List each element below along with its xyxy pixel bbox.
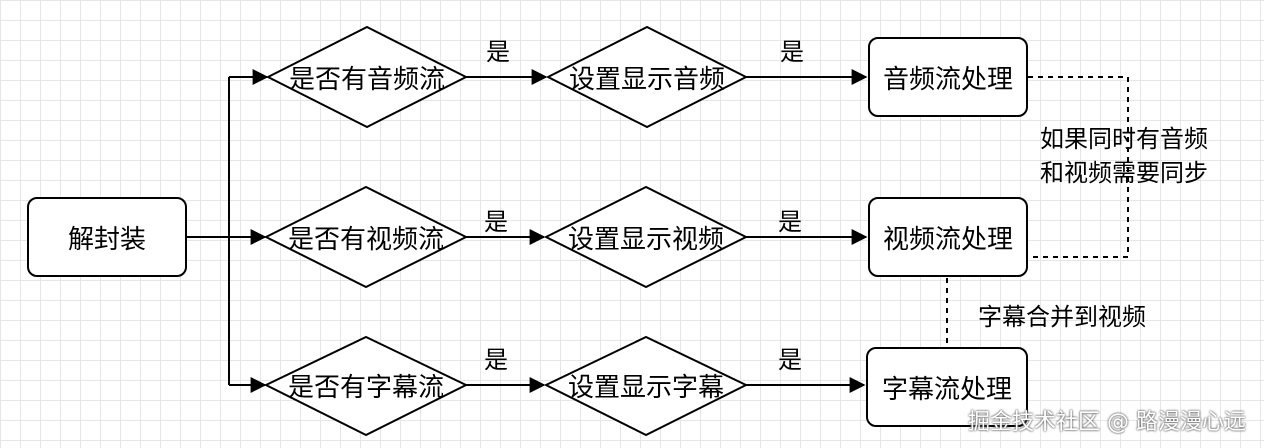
label-has-video: 是否有视频流 bbox=[287, 224, 444, 255]
node-audio-proc: 音频流处理 bbox=[868, 37, 1028, 117]
label-has-subtitle: 是否有字幕流 bbox=[287, 372, 444, 403]
edge-label-audio-yes-2: 是 bbox=[780, 38, 804, 66]
node-subtitle-proc: 字幕流处理 bbox=[866, 347, 1028, 427]
edge-label-subtitle-yes-2: 是 bbox=[778, 346, 802, 374]
watermark: 掘金技术社区 @ 路漫漫心远 bbox=[968, 410, 1246, 435]
label-has-audio: 是否有音频流 bbox=[288, 64, 445, 95]
note-merge: 字幕合并到视频 bbox=[978, 303, 1146, 331]
label-set-video: 设置显示视频 bbox=[567, 224, 724, 255]
note-sync: 如果同时有音频 和视频需要同步 bbox=[1040, 122, 1208, 190]
label-set-audio: 设置显示音频 bbox=[568, 64, 725, 95]
edge-label-subtitle-yes-1: 是 bbox=[484, 346, 508, 374]
node-demux: 解封装 bbox=[27, 197, 187, 277]
node-video-proc: 视频流处理 bbox=[868, 197, 1028, 277]
note-sync-line1: 如果同时有音频 bbox=[1040, 125, 1208, 153]
label-set-subtitle: 设置显示字幕 bbox=[567, 372, 724, 403]
dashed-sync-connector bbox=[1028, 76, 1129, 258]
edge-label-video-yes-2: 是 bbox=[778, 208, 802, 236]
edge-label-audio-yes-1: 是 bbox=[486, 38, 510, 66]
edge-label-video-yes-1: 是 bbox=[484, 208, 508, 236]
note-sync-line2: 和视频需要同步 bbox=[1040, 159, 1208, 187]
